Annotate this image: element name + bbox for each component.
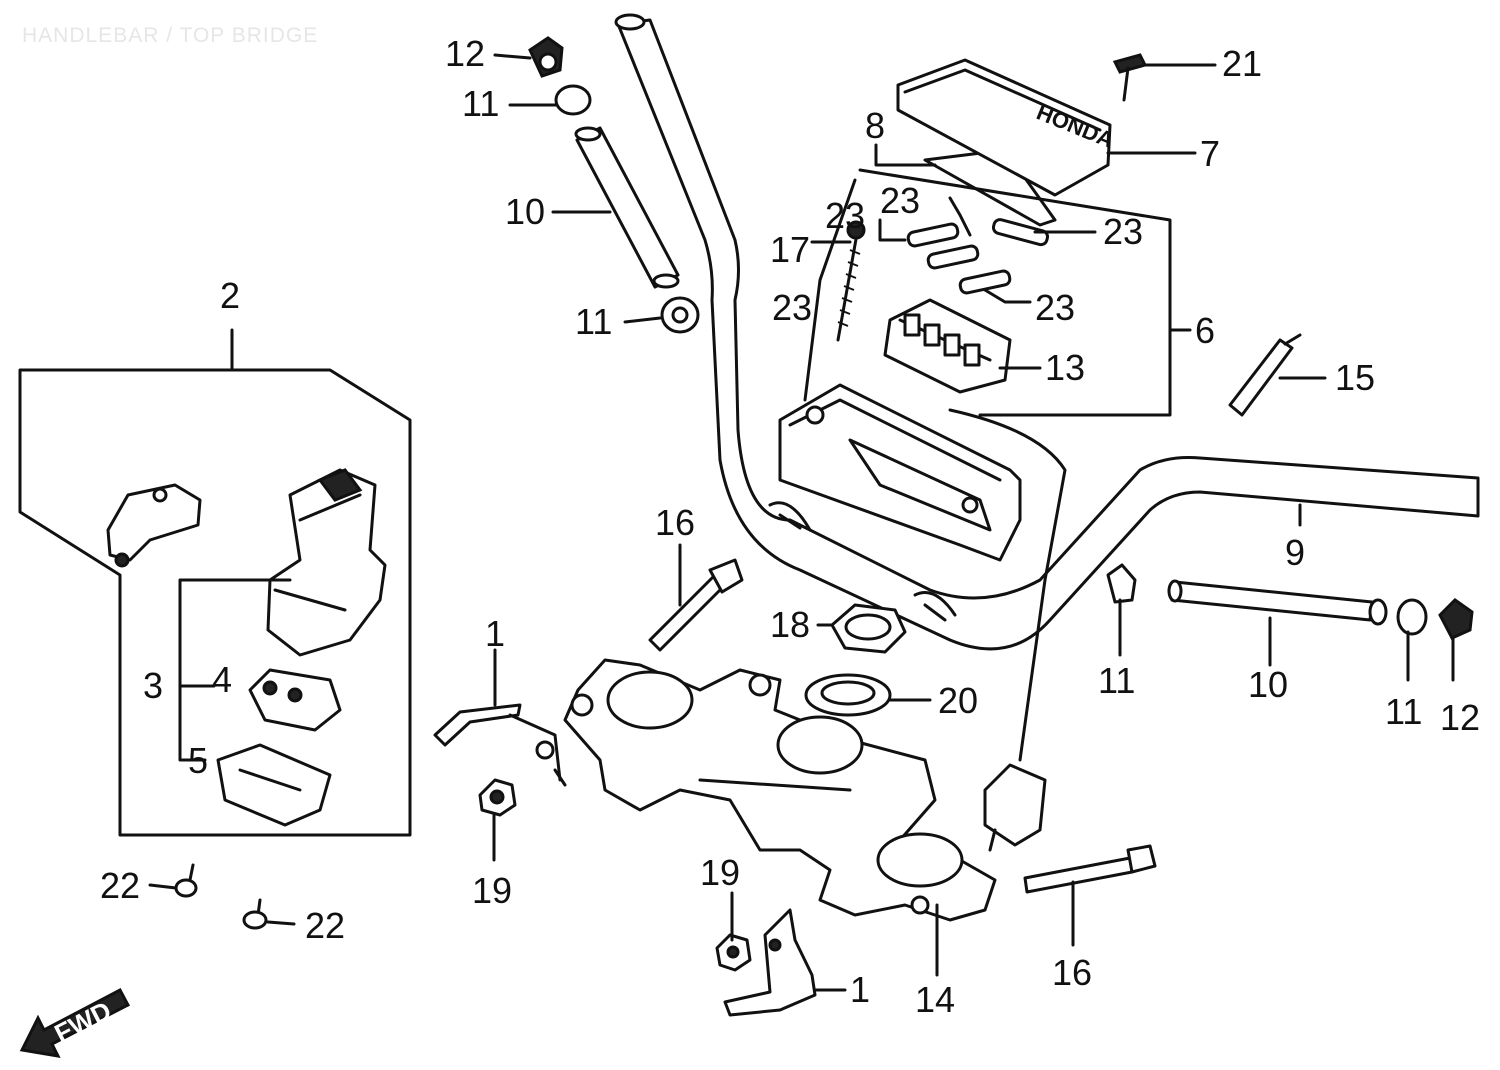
- left-bar-holder: [528, 36, 700, 334]
- callout-23: 23: [1103, 211, 1143, 252]
- diagram-title: HANDLEBAR / TOP BRIDGE: [22, 24, 319, 47]
- callout-12: 12: [1440, 697, 1480, 738]
- callout-5: 5: [188, 740, 208, 781]
- nut-19b: [715, 933, 752, 972]
- top-bridge: [563, 658, 997, 922]
- callout-6: 6: [1195, 310, 1215, 351]
- callout-3: 3: [143, 665, 163, 706]
- callout-16: 16: [655, 502, 695, 543]
- callout-11: 11: [1098, 660, 1135, 701]
- callout-12: 12: [445, 33, 485, 74]
- callout-16: 16: [1052, 952, 1092, 993]
- callout-9: 9: [1285, 532, 1305, 573]
- fwd-arrow: FWD: [19, 987, 131, 1058]
- callout-4: 4: [212, 659, 232, 700]
- bracket-1a: [433, 703, 567, 787]
- nut-18: [830, 603, 907, 654]
- bolt-16a: [648, 558, 744, 652]
- right-bar-holder: [1106, 563, 1474, 640]
- callout-10: 10: [505, 191, 545, 232]
- callout-11: 11: [1385, 691, 1422, 732]
- handlebar: [614, 13, 1480, 651]
- callout-18: 18: [770, 604, 810, 645]
- callout-11: 11: [462, 83, 499, 124]
- callout-1: 1: [850, 969, 870, 1010]
- ignition-switch-assembly: [18, 328, 412, 837]
- nut-19a: [478, 778, 517, 817]
- screw-22b: [242, 898, 268, 930]
- callout-19: 19: [472, 870, 512, 911]
- callout-23: 23: [825, 195, 865, 236]
- callout-14: 14: [915, 979, 955, 1020]
- screw-22a: [174, 863, 198, 898]
- callout-23: 23: [1035, 287, 1075, 328]
- callout-8: 8: [865, 105, 885, 146]
- callout-10: 10: [1248, 664, 1288, 705]
- callout-23: 23: [772, 287, 812, 328]
- callout-7: 7: [1200, 133, 1220, 174]
- washer-20: [804, 673, 892, 717]
- callout-numbers: 12 11 10 11 2 3 4 5 22 22 1 19 16 18 20 …: [100, 33, 1480, 1020]
- callout-19: 19: [700, 852, 740, 893]
- part-15: [1228, 333, 1302, 417]
- callout-2: 2: [220, 275, 240, 316]
- bracket-1b: [723, 908, 817, 1017]
- callout-11: 11: [575, 301, 612, 342]
- callout-1: 1: [485, 613, 505, 654]
- callout-17: 17: [770, 229, 810, 270]
- callout-15: 15: [1335, 357, 1375, 398]
- fwd-label: FWD: [50, 995, 116, 1049]
- callout-22: 22: [100, 865, 140, 906]
- callout-13: 13: [1045, 347, 1085, 388]
- callout-20: 20: [938, 680, 978, 721]
- callout-21: 21: [1222, 43, 1262, 84]
- fuse-box-assembly: HONDA: [778, 58, 1172, 852]
- callout-23: 23: [880, 180, 920, 221]
- leader-lines: [148, 53, 1455, 992]
- bolt-16b: [1023, 844, 1157, 894]
- screw-21: [1112, 53, 1148, 102]
- callout-22: 22: [305, 905, 345, 946]
